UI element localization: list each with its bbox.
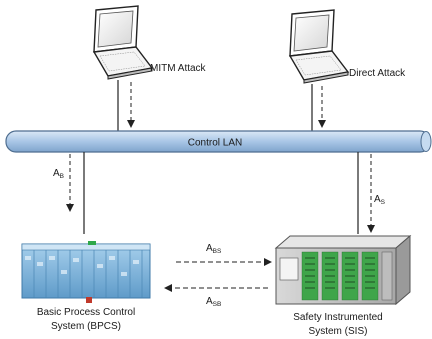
control-lan-bus — [5, 130, 432, 153]
ab-label: AB — [53, 168, 64, 180]
mitm-attack-label: MITM Attack — [150, 63, 207, 74]
as-label: AS — [374, 194, 386, 206]
bpcs-label-line1: Basic Process Control — [37, 307, 135, 318]
sis-cabinet-icon — [274, 234, 412, 306]
sis-label-line1: Safety Instrumented — [293, 312, 383, 323]
asb-label: ASB — [206, 296, 221, 308]
bpcs-rack-icon — [21, 241, 151, 303]
control-lan-label: Control LAN — [188, 138, 242, 149]
bpcs-label-line2: System (BPCS) — [51, 321, 121, 332]
mitm-laptop-icon — [92, 5, 154, 80]
direct-laptop-icon — [288, 9, 350, 84]
sis-label-line2: System (SIS) — [309, 326, 368, 337]
abs-label: ABS — [206, 243, 222, 255]
direct-attack-label: Direct Attack — [349, 68, 406, 79]
